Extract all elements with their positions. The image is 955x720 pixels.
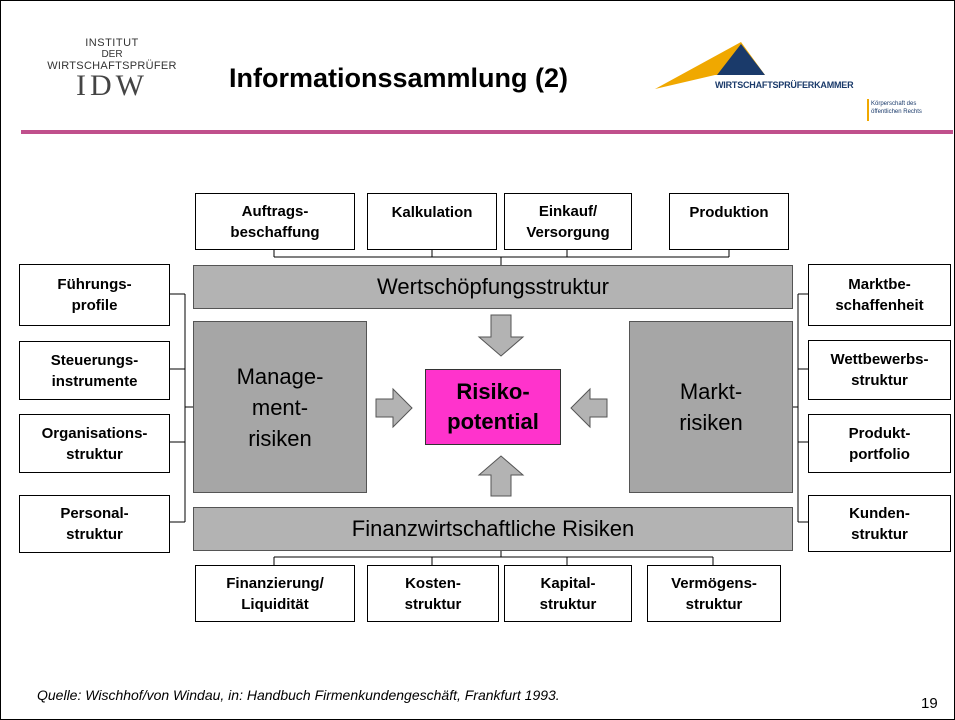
page-title: Informationssammlung (2) [229, 63, 569, 93]
arrow-down-icon [477, 314, 525, 357]
header-rule [21, 130, 953, 134]
left-box-organisationsstruktur: Organisations- struktur [19, 414, 170, 473]
idw-wordmark: IDW [76, 69, 148, 102]
right-box-marktbeschaffenheit: Marktbe- schaffenheit [808, 264, 951, 326]
right-box-produktportfolio: Produkt- portfolio [808, 414, 951, 473]
bottom-box-kostenstruktur: Kosten- struktur [367, 565, 499, 622]
arrow-right-icon [375, 387, 413, 429]
idw-logo: INSTITUT DER WIRTSCHAFTSPRÜFER IDW [21, 37, 203, 102]
wpk-roof-icon [655, 42, 765, 89]
top-box-auftragsbeschaffung: Auftrags- beschaffung [195, 193, 355, 250]
right-box-wettbewerbsstruktur: Wettbewerbs- struktur [808, 340, 951, 400]
wpk-name: WIRTSCHAFTSPRÜFERKAMMER [715, 80, 854, 90]
management-risks-block: Manage- ment- risiken [193, 321, 367, 493]
idw-line1: INSTITUT [85, 37, 139, 49]
left-box-personalstruktur: Personal- struktur [19, 495, 170, 553]
wertschoepfung-bar: Wertschöpfungsstruktur [193, 265, 793, 309]
wpk-subtitle: Körperschaft des öffentlichen Rechts [871, 101, 922, 115]
top-box-einkauf: Einkauf/ Versorgung [504, 193, 632, 250]
bottom-box-vermoegensstruktur: Vermögens- struktur [647, 565, 781, 622]
wpk-divider [867, 99, 869, 121]
arrow-up-icon [477, 455, 525, 497]
bottom-box-finanzierung: Finanzierung/ Liquidität [195, 565, 355, 622]
left-box-steuerungsinstrumente: Steuerungs- instrumente [19, 341, 170, 400]
top-box-produktion: Produktion [669, 193, 789, 250]
top-box-kalkulation: Kalkulation [367, 193, 497, 250]
risk-potential-box: Risiko- potential [425, 369, 561, 445]
right-box-kundenstruktur: Kunden- struktur [808, 495, 951, 552]
idw-line3: WIRTSCHAFTSPRÜFER [47, 60, 177, 72]
arrow-left-icon [570, 387, 608, 429]
idw-line2: DER [101, 49, 123, 60]
page-number: 19 [921, 695, 938, 712]
bottom-box-kapitalstruktur: Kapital- struktur [504, 565, 632, 622]
market-risks-block: Markt- risiken [629, 321, 793, 493]
finanz-bar: Finanzwirtschaftliche Risiken [193, 507, 793, 551]
left-box-fuehrungsprofile: Führungs- profile [19, 264, 170, 326]
source-citation: Quelle: Wischhof/von Windau, in: Handbuc… [37, 687, 560, 703]
